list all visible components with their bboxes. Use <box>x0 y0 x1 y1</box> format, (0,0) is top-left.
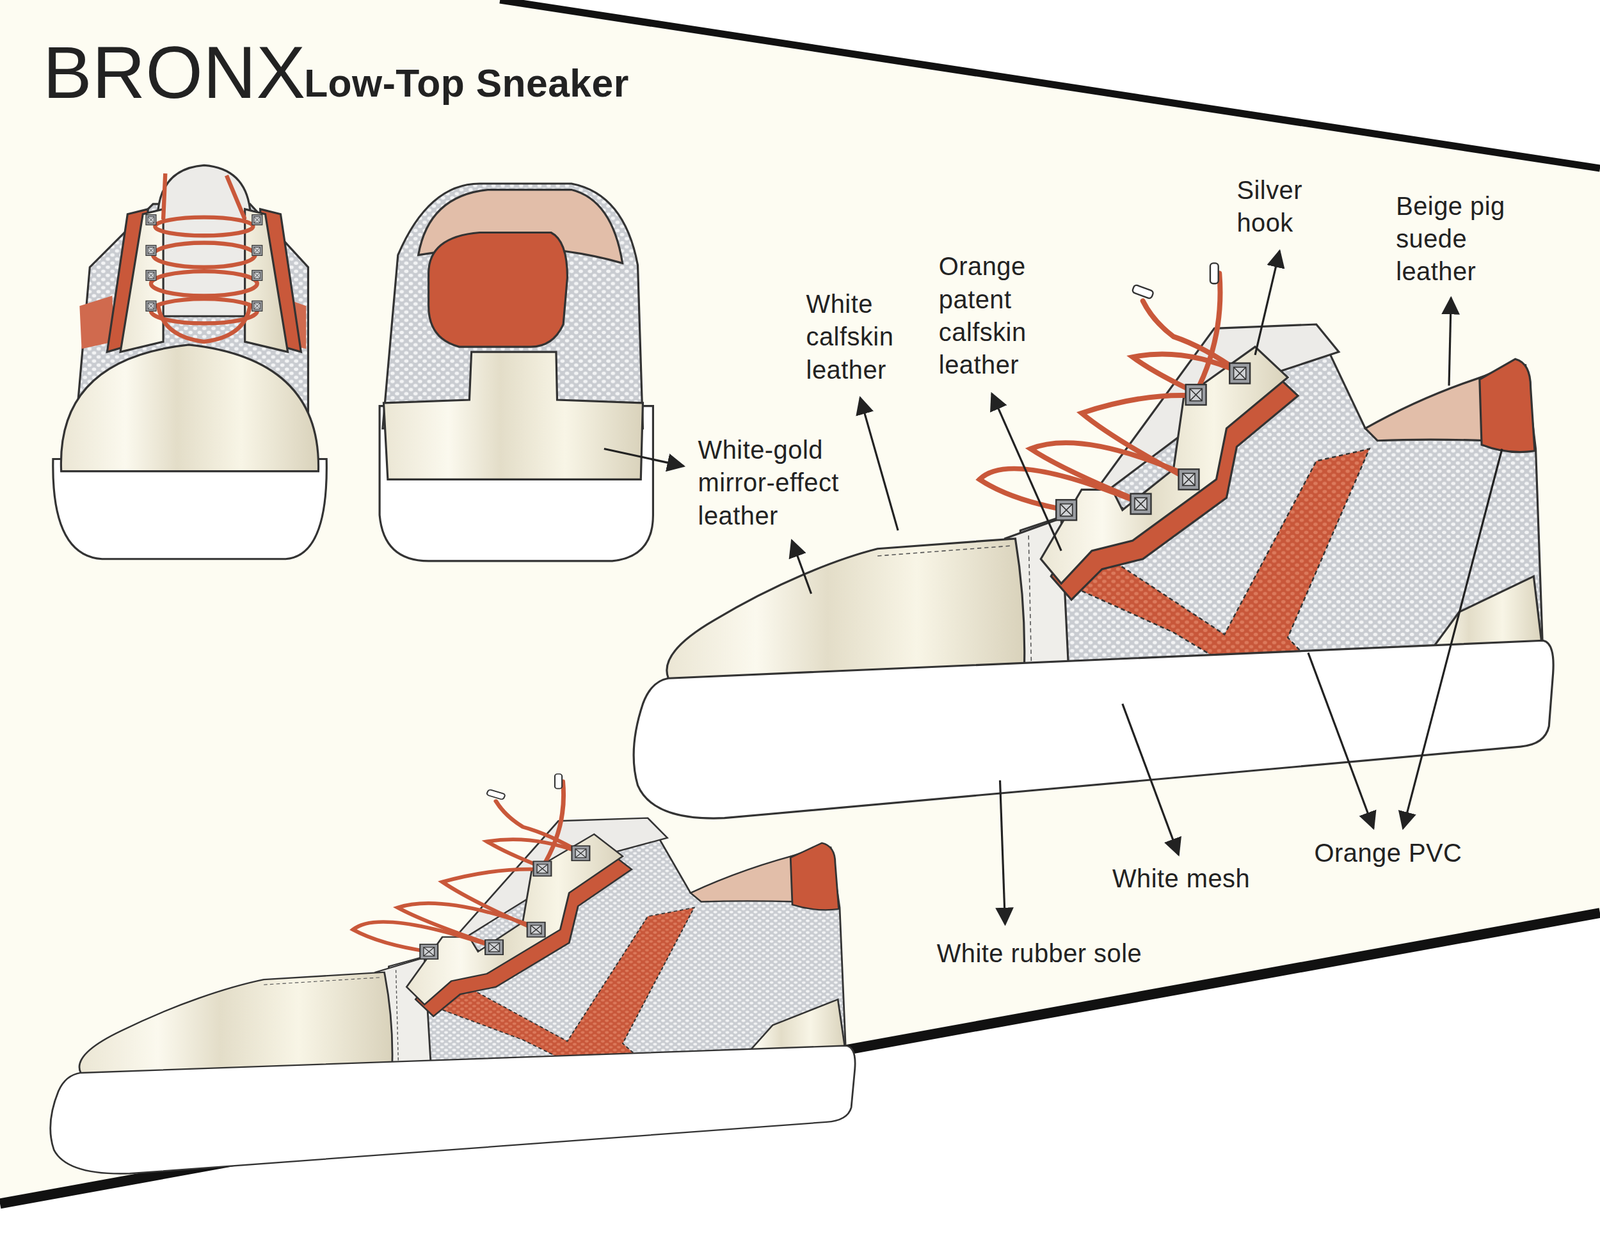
material-label: White calfskin leather <box>806 288 895 386</box>
leader-lines <box>604 250 1503 925</box>
title: BRONX <box>42 32 306 114</box>
back-view-sneaker <box>379 183 653 562</box>
material-label: Silver hook <box>1236 173 1303 239</box>
front-view-sneaker <box>53 165 328 559</box>
material-label: White rubber sole <box>936 936 1143 970</box>
background-band <box>499 0 1600 169</box>
material-label: Orange PVC <box>1314 836 1463 870</box>
material-label: White-gold mirror-effect leather <box>698 433 880 532</box>
material-label: White mesh <box>1112 862 1250 895</box>
material-label: Orange patent calfskin leather <box>938 250 1027 381</box>
background-line <box>499 0 1600 169</box>
subtitle: Low-Top Sneaker <box>304 63 630 107</box>
material-label: Beige pig suede leather <box>1395 190 1549 288</box>
